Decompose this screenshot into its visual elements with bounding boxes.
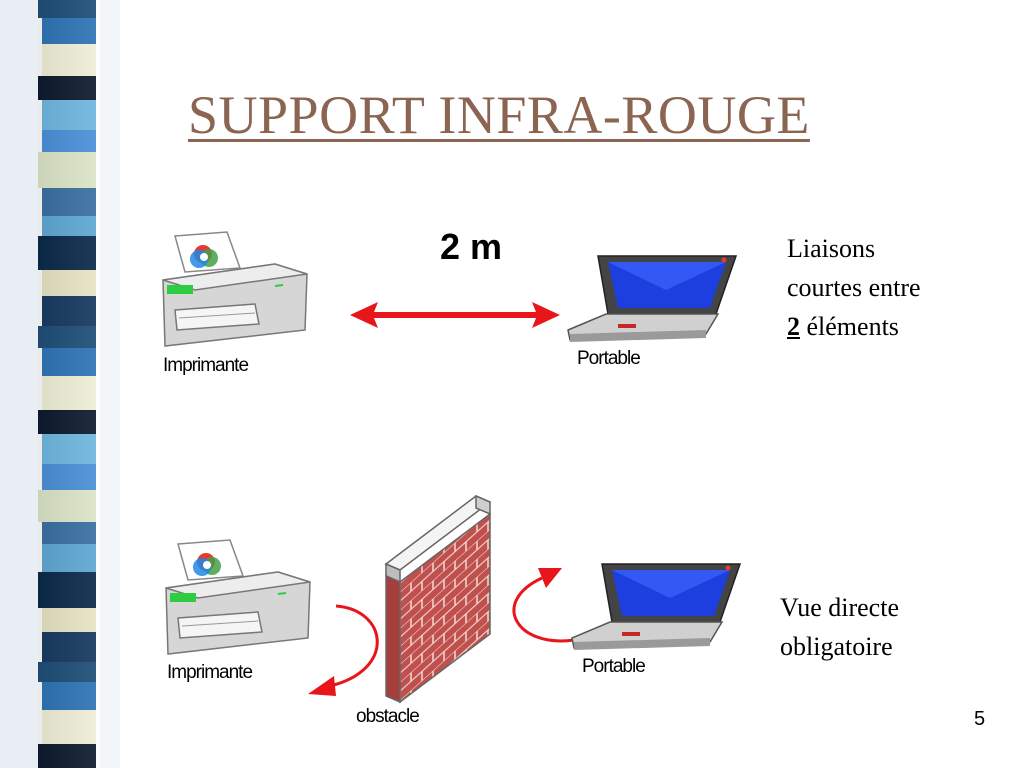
page-number: 5 (974, 708, 986, 730)
distance-label: 2 m (440, 226, 503, 267)
obstacle-label: obstacle (356, 706, 420, 727)
printer-icon (162, 231, 308, 347)
laptop-label: Portable (577, 348, 641, 369)
slide-title: SUPPORT INFRA-ROUGE (188, 85, 810, 145)
note-line: Liaisons (787, 234, 876, 263)
note-line: 2 éléments (787, 307, 921, 346)
printer-label: Imprimante (163, 355, 249, 376)
printer-label: Imprimante (167, 662, 253, 683)
note-line: Vue directe (780, 593, 899, 622)
decorative-stripe (0, 0, 120, 768)
curved-arrow-left (308, 604, 379, 696)
double-arrow (350, 302, 560, 328)
note-line: obligatoire (780, 632, 893, 661)
laptop-icon (567, 255, 738, 342)
note-count: 2 (787, 312, 800, 341)
note-rest: éléments (800, 312, 899, 341)
printer-icon (165, 539, 311, 655)
note-line: courtes entre (787, 273, 921, 302)
note-short-links: Liaisons courtes entre 2 éléments (787, 229, 921, 346)
laptop-label: Portable (582, 656, 646, 677)
note-line-of-sight: Vue directe obligatoire (780, 588, 899, 666)
laptop-icon (571, 563, 742, 650)
curved-arrow-right (512, 568, 575, 643)
brick-wall (384, 494, 492, 704)
